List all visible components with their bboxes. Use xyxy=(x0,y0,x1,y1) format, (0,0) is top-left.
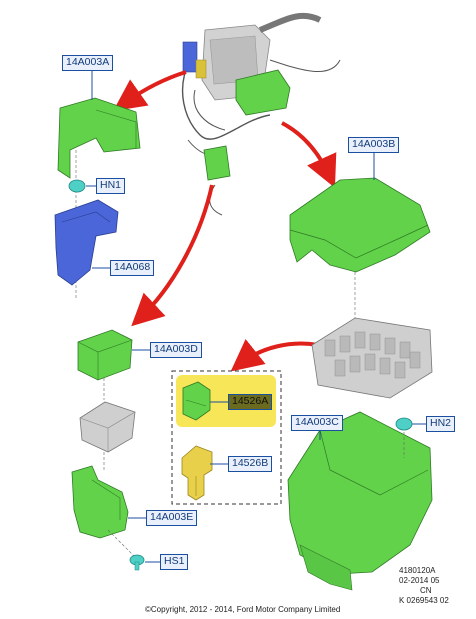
part-14A003D xyxy=(77,329,133,381)
screw-HS1 xyxy=(129,554,145,571)
nut-HN2 xyxy=(395,417,413,431)
copyright-text: ©Copyright, 2012 - 2014, Ford Motor Comp… xyxy=(145,605,341,614)
callout-14A003A: 14A003A xyxy=(62,55,114,71)
callout-14A003C: 14A003C xyxy=(291,415,343,431)
reference-code: K 0269543 02 xyxy=(399,596,449,605)
callout-HN1: HN1 xyxy=(96,178,126,194)
callout-14526A: 14526A xyxy=(228,394,273,410)
arrow-to-14A003A xyxy=(113,70,187,111)
nut-HN1 xyxy=(68,179,86,193)
callout-14A003E: 14A003E xyxy=(146,510,198,526)
callout-HS1: HS1 xyxy=(160,554,189,570)
wiring-harness-assembly xyxy=(182,12,341,216)
part-14A003B xyxy=(289,177,431,273)
small-fuse-block xyxy=(79,401,136,453)
callout-14A003B: 14A003B xyxy=(348,137,400,153)
part-14A003C xyxy=(287,411,433,591)
part-14A003A xyxy=(57,97,141,179)
red-arrows xyxy=(113,70,337,372)
callout-14A003D: 14A003D xyxy=(150,342,202,358)
callout-HN2: HN2 xyxy=(426,416,456,432)
callout-14526B: 14526B xyxy=(228,456,273,472)
arrow-to-14A003D xyxy=(131,184,214,327)
part-14A068 xyxy=(54,199,119,286)
arrow-to-14A003B xyxy=(281,121,337,188)
callout-14A068: 14A068 xyxy=(110,260,155,276)
reference-region: CN xyxy=(420,586,432,595)
reference-date: 02-2014 05 xyxy=(399,576,440,585)
reference-number: 4180120A xyxy=(399,566,436,575)
arrow-to-fuse-inset xyxy=(230,339,319,372)
part-14A003E xyxy=(71,465,129,539)
fuse-14526A xyxy=(182,381,211,421)
fuse-block-grey xyxy=(311,317,433,399)
leader-lines xyxy=(86,68,426,563)
fuse-14526B xyxy=(181,445,213,501)
